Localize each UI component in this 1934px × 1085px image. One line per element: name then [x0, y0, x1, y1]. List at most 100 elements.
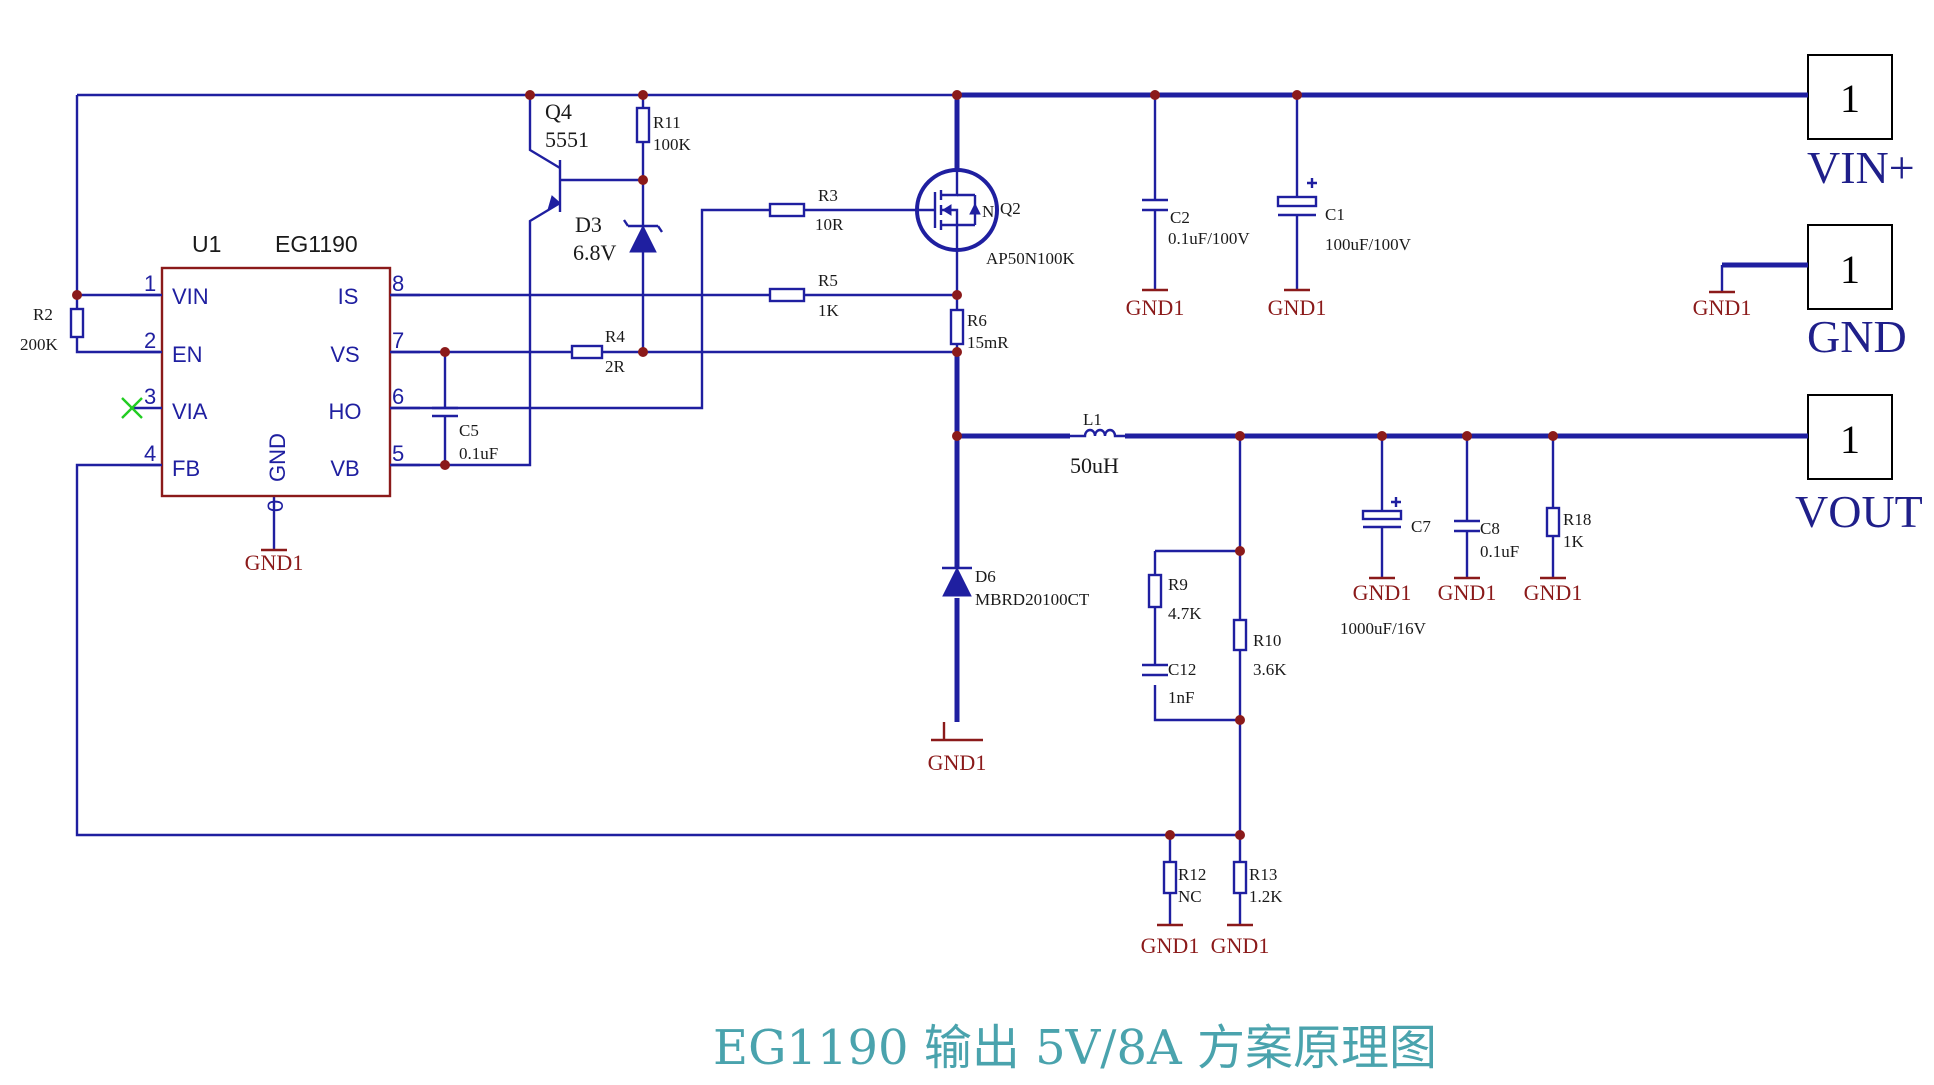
diagram-title: EG1190 输出 5V/8A 方案原理图 [713, 1020, 1437, 1076]
ic-pin-num: 6 [392, 384, 404, 409]
svg-text:GND1: GND1 [245, 550, 304, 575]
ground-symbol: GND1 [1141, 923, 1200, 958]
ground-symbol: GND1 [928, 722, 987, 775]
wires [75, 92, 1780, 925]
ground-symbol: GND1 [1524, 576, 1583, 605]
r13-ref: R13 [1249, 865, 1277, 884]
q4-ref: Q4 [545, 99, 572, 124]
ic-pin-num: 3 [144, 384, 156, 409]
r2-value: 200K [20, 335, 59, 354]
resistor-r11: R11 100K [635, 106, 692, 154]
l1-value: 50uH [1070, 453, 1119, 478]
resistor-r9: R9 4.7K [1147, 573, 1202, 623]
resistor-r2: R2 200K [20, 305, 85, 354]
inductor-l1: L1 50uH [1070, 410, 1125, 478]
ic-pin-num: 0 [263, 500, 288, 512]
ic-pin-name: IS [338, 284, 359, 309]
ic-pin-num: 5 [392, 441, 404, 466]
r5-ref: R5 [818, 271, 838, 290]
connector-label: GND [1807, 311, 1907, 362]
r9-value: 4.7K [1168, 604, 1202, 623]
connector-vout: 1 VOUT [1780, 394, 1923, 537]
c8-ref: C8 [1480, 519, 1500, 538]
r13-value: 1.2K [1249, 887, 1283, 906]
r5-value: 1K [818, 301, 840, 320]
r11-value: 100K [653, 135, 692, 154]
resistor-r3: R3 10R [768, 186, 844, 234]
ground-symbol: GND1 [245, 548, 304, 575]
svg-text:GND1: GND1 [1126, 295, 1185, 320]
resistor-r10: R10 3.6K [1232, 618, 1287, 679]
no-connect-mark [121, 397, 143, 419]
capacitor-c2: C2 0.1uF/100V [1142, 198, 1250, 248]
capacitor-c8: C8 0.1uF [1454, 519, 1519, 561]
r4-value: 2R [605, 357, 626, 376]
diode-d6: D6 MBRD20100CT [942, 566, 1090, 609]
ic-u1: U1 EG1190 1 VIN 2 EN 3 VIA 4 FB 8 IS 7 V… [121, 231, 420, 512]
capacitor-c7: C7 1000uF/16V [1340, 497, 1431, 638]
r2-ref: R2 [33, 305, 53, 324]
connector-pin-number: 1 [1840, 247, 1860, 292]
connector-pin-number: 1 [1840, 417, 1860, 462]
transistor-q4: Q4 5551 [545, 99, 589, 212]
resistor-r12: R12 NC [1162, 860, 1206, 906]
r11-ref: R11 [653, 113, 681, 132]
resistor-r5: R5 1K [768, 271, 840, 320]
svg-text:GND1: GND1 [1141, 933, 1200, 958]
r4-ref: R4 [605, 327, 625, 346]
connector-label: VOUT [1795, 486, 1923, 537]
r12-value: NC [1178, 887, 1202, 906]
d3-ref: D3 [575, 212, 602, 237]
q2-value: AP50N100K [986, 249, 1076, 268]
svg-text:GND1: GND1 [1268, 295, 1327, 320]
c5-value: 0.1uF [459, 444, 498, 463]
ic-pin-num: 7 [392, 328, 404, 353]
ground-symbols: GND1 GND1 GND1 GND1 GND1 GND1 GND1 GND1 … [245, 288, 1751, 958]
c2-value: 0.1uF/100V [1168, 229, 1250, 248]
ground-symbol: GND1 [1211, 923, 1269, 958]
r6-value: 15mR [967, 333, 1009, 352]
ic-pin-name: HO [329, 399, 362, 424]
svg-text:GND1: GND1 [1524, 580, 1583, 605]
resistor-r6: R6 15mR [949, 308, 1009, 352]
resistor-r13: R13 1.2K [1232, 860, 1283, 906]
ground-symbol: GND1 [1438, 576, 1496, 605]
c5-ref: C5 [459, 421, 479, 440]
r12-ref: R12 [1178, 865, 1206, 884]
r10-value: 3.6K [1253, 660, 1287, 679]
c1-value: 100uF/100V [1325, 235, 1412, 254]
ic-part: EG1190 [275, 231, 358, 257]
r18-value: 1K [1563, 532, 1585, 551]
connector-vin: 1 VIN+ [1780, 54, 1915, 193]
ic-pin-num: 1 [144, 271, 156, 296]
d6-ref: D6 [975, 567, 996, 586]
connector-label: VIN+ [1807, 142, 1915, 193]
c1-ref: C1 [1325, 205, 1345, 224]
r6-ref: R6 [967, 311, 987, 330]
q2-type-mark: N [982, 202, 994, 221]
svg-text:GND1: GND1 [1353, 580, 1412, 605]
c7-ref: C7 [1411, 517, 1431, 536]
resistor-r4: R4 2R [570, 327, 626, 376]
ic-pin-name: VB [330, 456, 359, 481]
capacitor-c5: C5 0.1uF [432, 406, 498, 463]
c7-value: 1000uF/16V [1340, 619, 1427, 638]
l1-ref: L1 [1083, 410, 1102, 429]
ic-pin-num: 8 [392, 271, 404, 296]
c8-value: 0.1uF [1480, 542, 1519, 561]
ic-pin-name: VS [330, 342, 359, 367]
ic-pin-name: VIA [172, 399, 208, 424]
ic-pin-name: FB [172, 456, 200, 481]
c12-value: 1nF [1168, 688, 1194, 707]
c12-ref: C12 [1168, 660, 1196, 679]
connector-gnd: 1 GND [1780, 224, 1907, 362]
d3-value: 6.8V [573, 240, 617, 265]
resistor-r18: R18 1K [1545, 506, 1591, 551]
c2-ref: C2 [1170, 208, 1190, 227]
svg-text:GND1: GND1 [928, 750, 987, 775]
d6-value: MBRD20100CT [975, 590, 1090, 609]
q2-ref: Q2 [1000, 199, 1021, 218]
r3-value: 10R [815, 215, 844, 234]
zener-d3: D3 6.8V [573, 212, 663, 265]
